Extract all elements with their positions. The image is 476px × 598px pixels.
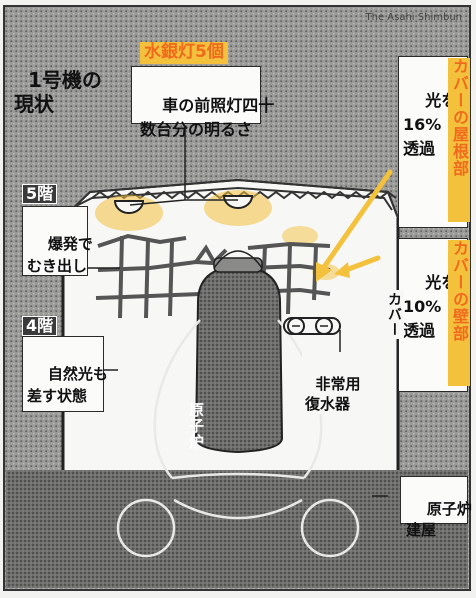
floor4-tag: 4階 (22, 316, 58, 337)
reactor-label: 原子炉 (187, 402, 205, 450)
condenser-label: 非常用 復水器 (302, 354, 364, 414)
cover-label: カバー (384, 290, 404, 339)
roof-tag: カバーの屋根部 (448, 58, 470, 222)
building-label-text: 原子炉 建屋 (406, 500, 472, 539)
floor5-note-text: 爆発で むき出し (27, 235, 93, 275)
ground-floor-area (6, 470, 468, 588)
emergency-condenser (283, 317, 341, 335)
building-label-box: 原子炉 建屋 (400, 476, 472, 539)
roof-note-text: 光を 16% 透過 (403, 91, 458, 158)
watermark: The Asahi Shimbun (365, 12, 462, 23)
reactor-vessel (194, 250, 284, 454)
floor4-note-box: 自然光も 差す状態 (22, 336, 108, 412)
diagram-title: 1号機の 現状 (14, 68, 102, 116)
floor5-note-box: 爆発で むき出し (22, 206, 93, 276)
light-arrows (316, 169, 393, 282)
wall-tag: カバーの壁部 (448, 240, 470, 386)
lights-note-box: 車の前照灯四十 数台分の明るさ (131, 66, 274, 139)
lights-header-tag: 水銀灯5個 (140, 42, 228, 64)
lights-note-text: 車の前照灯四十 数台分の明るさ (140, 96, 275, 139)
floor4-note-text: 自然光も 差す状態 (27, 365, 108, 405)
floor5-tag: 5階 (22, 184, 58, 205)
containment-outline (116, 319, 360, 558)
